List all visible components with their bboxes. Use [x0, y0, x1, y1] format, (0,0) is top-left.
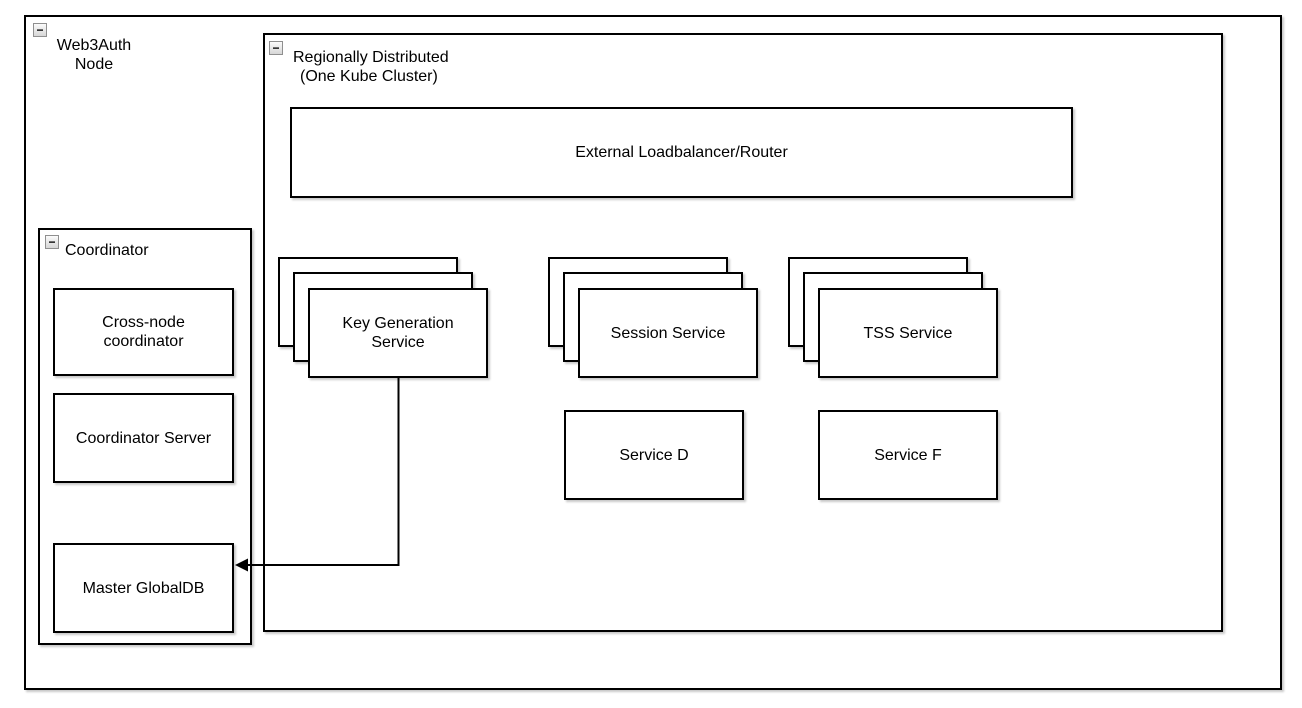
service-d-label: Service D — [619, 446, 689, 464]
master-globaldb-label: Master GlobalDB — [82, 579, 205, 597]
session-service-box[interactable]: Session Service — [578, 288, 758, 378]
cross-node-coordinator-box[interactable]: Cross-node coordinator — [53, 288, 234, 376]
collapse-icon[interactable]: − — [269, 41, 283, 55]
external-loadbalancer-label: External Loadbalancer/Router — [575, 144, 788, 161]
regional-title-line2: (One Kube Cluster) — [300, 68, 438, 85]
coordinator-server-label: Coordinator Server — [75, 429, 212, 447]
web3auth-node-title-line2: Node — [74, 56, 114, 73]
service-f-label: Service F — [874, 446, 942, 464]
session-service-stack[interactable]: Session Service — [548, 257, 760, 380]
regional-title: Regionally Distributed (One Kube Cluster… — [293, 48, 493, 86]
service-d-box[interactable]: Service D — [564, 410, 744, 500]
key-generation-service-stack[interactable]: Key Generation Service — [278, 257, 490, 380]
coordinator-server-box[interactable]: Coordinator Server — [53, 393, 234, 483]
web3auth-node-title: Web3Auth Node — [46, 36, 142, 74]
collapse-icon[interactable]: − — [45, 235, 59, 249]
service-f-box[interactable]: Service F — [818, 410, 998, 500]
key-generation-service-label: Key Generation Service — [342, 315, 454, 351]
collapse-icon[interactable]: − — [33, 23, 47, 37]
cross-node-coordinator-label: Cross-node coordinator — [102, 314, 185, 350]
regional-title-line1: Regionally Distributed — [293, 49, 449, 66]
tss-service-label: TSS Service — [863, 324, 953, 342]
tss-service-box[interactable]: TSS Service — [818, 288, 998, 378]
web3auth-node-container[interactable]: − Web3Auth Node − Regionally Distributed… — [24, 15, 1282, 690]
regional-container[interactable]: − Regionally Distributed (One Kube Clust… — [263, 33, 1223, 632]
tss-service-stack[interactable]: TSS Service — [788, 257, 1000, 380]
master-globaldb-box[interactable]: Master GlobalDB — [53, 543, 234, 633]
web3auth-node-title-line1: Web3Auth — [56, 37, 132, 54]
external-loadbalancer-box[interactable]: External Loadbalancer/Router — [290, 107, 1073, 198]
session-service-label: Session Service — [610, 324, 726, 342]
coordinator-container[interactable]: − Coordinator Cross-node coordinator Coo… — [38, 228, 252, 645]
coordinator-title: Coordinator — [65, 242, 149, 259]
key-generation-service-box[interactable]: Key Generation Service — [308, 288, 488, 378]
